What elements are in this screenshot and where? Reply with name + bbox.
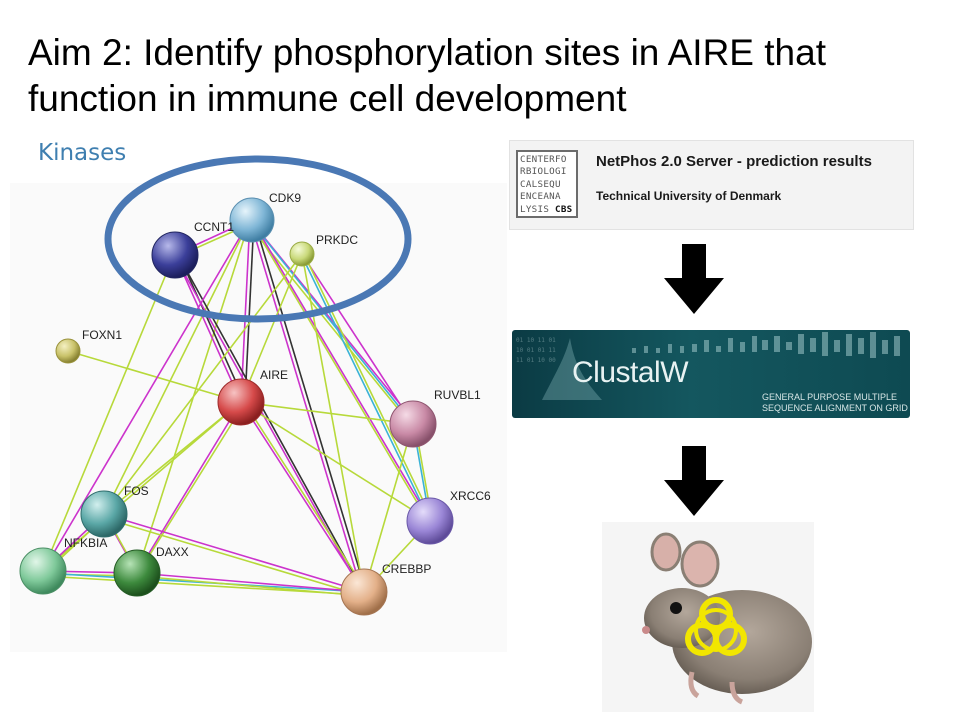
cbs-logo-row: CENTERFO <box>520 154 567 165</box>
kinases-label: Kinases <box>38 140 127 166</box>
clustalw-tagline-line-1: GENERAL PURPOSE MULTIPLE <box>762 392 898 402</box>
svg-text:01 10 11 01: 01 10 11 01 <box>516 337 556 344</box>
cbs-logo-row: ENCEANA <box>520 191 561 203</box>
node-label-prkdc: PRKDC <box>316 233 358 247</box>
mouse-photo <box>602 522 814 712</box>
network-edges <box>42 217 433 597</box>
mouse-illustration <box>642 532 812 705</box>
netphos-heading: NetPhos 2.0 Server - prediction results <box>596 153 872 170</box>
cbs-logo-row: LYSIS <box>520 203 550 215</box>
svg-text:11 01 10 00: 11 01 10 00 <box>516 357 556 364</box>
node-ccnt1: CCNT1 <box>151 220 234 279</box>
kinases-highlight-ellipse <box>104 155 412 323</box>
clustalw-tagline: GENERAL PURPOSE MULTIPLE SEQUENCE ALIGNM… <box>762 392 908 414</box>
node-crebbp: CREBBP <box>340 562 431 616</box>
node-ruvbl1: RUVBL1 <box>389 388 481 448</box>
node-label-cdk9: CDK9 <box>269 191 301 205</box>
node-label-ccnt1: CCNT1 <box>194 220 234 234</box>
node-xrcc6: XRCC6 <box>406 489 491 545</box>
mouse-ear <box>680 540 720 588</box>
network-nodes: CDK9 CCNT1 PRKDC FOXN1 AIRE RUVBL1 XRCC6 <box>19 191 491 616</box>
node-label-aire: AIRE <box>260 368 288 382</box>
down-arrow-icon <box>664 446 724 516</box>
slide-title-line-2: function in immune cell development <box>28 78 627 119</box>
svg-text:10 01 01 11: 10 01 01 11 <box>516 347 556 354</box>
netphos-banner: CENTERFO RBIOLOGI CALSEQU ENCEANA LYSIS … <box>509 140 914 230</box>
node-fos: FOS <box>80 484 149 538</box>
clustalw-tagline-line-2: SEQUENCE ALIGNMENT ON GRID <box>762 403 908 413</box>
netphos-subheading: Technical University of Denmark <box>596 189 782 203</box>
node-label-daxx: DAXX <box>156 545 189 559</box>
node-cdk9: CDK9 <box>229 191 301 243</box>
cbs-logo-row: RBIOLOGI <box>520 166 567 178</box>
mouse-nose <box>642 626 650 634</box>
node-daxx: DAXX <box>113 545 189 597</box>
slide-title-line-1: Aim 2: Identify phosphorylation sites in… <box>28 32 826 73</box>
node-prkdc: PRKDC <box>289 233 358 267</box>
node-label-xrcc6: XRCC6 <box>450 489 491 503</box>
biohazard-symbol-icon <box>685 597 747 656</box>
clustalw-pattern: 01 10 11 01 10 01 01 11 11 01 10 00 <box>516 332 900 400</box>
node-label-crebbp: CREBBP <box>382 562 431 576</box>
slide-title: Aim 2: Identify phosphorylation sites in… <box>28 30 953 122</box>
cbs-logo: CENTERFO RBIOLOGI CALSEQU ENCEANA LYSIS … <box>516 150 578 218</box>
node-foxn1: FOXN1 <box>55 328 122 364</box>
mouse-eye <box>670 602 682 614</box>
node-label-fos: FOS <box>124 484 149 498</box>
cbs-logo-badge: CBS <box>555 203 573 215</box>
node-label-ruvbl1: RUVBL1 <box>434 388 481 402</box>
down-arrow-icon <box>664 244 724 314</box>
node-label-nfkbia: NFKBIA <box>64 536 107 550</box>
node-nfkbia: NFKBIA <box>19 536 107 595</box>
mouse-ear <box>650 532 682 572</box>
mouse-head <box>644 588 720 648</box>
node-label-foxn1: FOXN1 <box>82 328 122 342</box>
clustalw-banner: 01 10 11 01 10 01 01 11 11 01 10 00 Clusta… <box>512 330 910 418</box>
clustalw-name: ClustalW <box>572 356 689 389</box>
node-aire: AIRE <box>217 368 288 426</box>
cbs-logo-row: CALSEQU <box>520 178 561 190</box>
